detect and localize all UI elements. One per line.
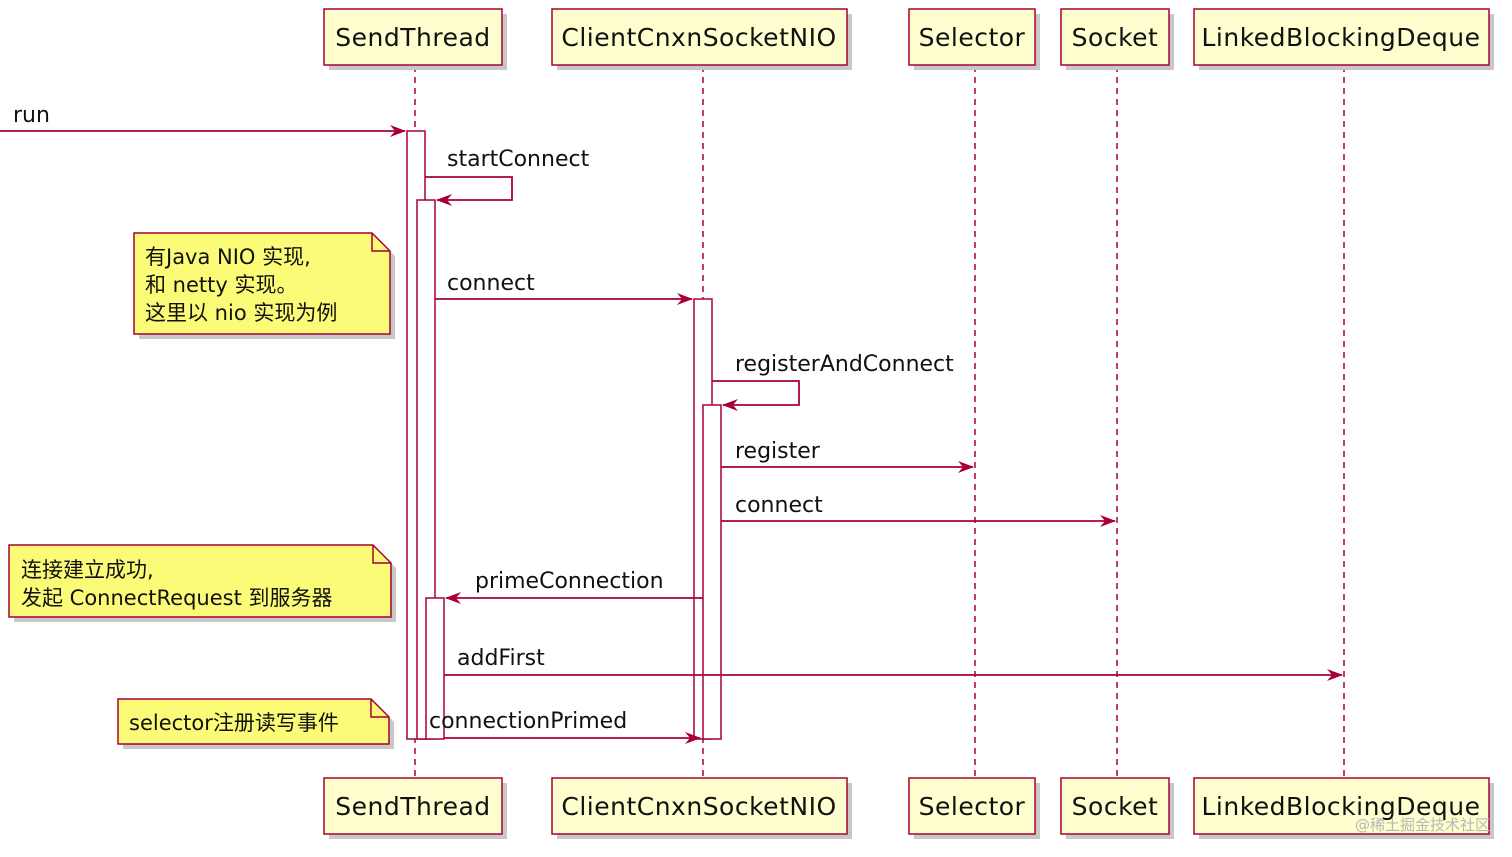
participant-sendthread-top: SendThread	[323, 8, 507, 70]
note-impl-line-3: 这里以 nio 实现为例	[145, 301, 337, 325]
participant-clientcnxn-top: ClientCnxnSocketNIO	[551, 8, 852, 70]
activation-clientcnxn-2	[702, 404, 722, 740]
note-impl-line-1: 有Java NIO 实现,	[145, 245, 311, 269]
note-connected-line-2: 发起 ConnectRequest 到服务器	[21, 586, 332, 610]
activation-sendthread-3	[425, 597, 445, 740]
participant-selector-bottom: Selector	[908, 777, 1040, 839]
message-connectionprimed-label: connectionPrimed	[429, 709, 627, 734]
watermark: @稀土掘金技术社区	[1355, 816, 1490, 834]
message-startconnect-label: startConnect	[447, 147, 590, 172]
note-connected-line-1: 连接建立成功,	[21, 558, 154, 582]
participant-label: LinkedBlockingDeque	[1201, 23, 1480, 52]
participant-label: ClientCnxnSocketNIO	[561, 792, 836, 821]
note-impl: 有Java NIO 实现, 和 netty 实现。 这里以 nio 实现为例	[133, 232, 395, 339]
participant-row-bottom: SendThread ClientCnxnSocketNIO Selector …	[323, 777, 1494, 839]
message-addfirst-label: addFirst	[457, 646, 545, 671]
message-registerandconnect-label: registerAndConnect	[735, 352, 954, 377]
note-selector: selector注册读写事件	[117, 698, 394, 749]
participant-label: Socket	[1072, 23, 1159, 52]
participant-lbdeque-bottom: LinkedBlockingDeque	[1193, 777, 1494, 839]
activation-bars	[406, 130, 722, 740]
message-connect2-label: connect	[735, 493, 823, 518]
participant-label: LinkedBlockingDeque	[1201, 792, 1480, 821]
note-selector-line-1: selector注册读写事件	[129, 711, 339, 735]
messages	[0, 125, 1343, 744]
participant-clientcnxn-bottom: ClientCnxnSocketNIO	[551, 777, 852, 839]
participant-label: SendThread	[335, 792, 490, 821]
message-run-label: run	[13, 103, 50, 128]
note-connected: 连接建立成功, 发起 ConnectRequest 到服务器	[8, 544, 396, 622]
message-registerandconnect-arrow	[712, 380, 800, 411]
participant-label: Selector	[919, 792, 1026, 821]
message-connect1-label: connect	[447, 271, 535, 296]
lifelines	[414, 66, 1345, 778]
participant-socket-top: Socket	[1060, 8, 1174, 70]
participant-label: Socket	[1072, 792, 1159, 821]
participant-label: SendThread	[335, 23, 490, 52]
message-labels: run startConnect connect registerAndConn…	[13, 103, 954, 734]
participant-label: Selector	[919, 23, 1026, 52]
message-primeconnection-label: primeConnection	[475, 569, 664, 594]
participant-label: ClientCnxnSocketNIO	[561, 23, 836, 52]
participant-socket-bottom: Socket	[1060, 777, 1174, 839]
participant-sendthread-bottom: SendThread	[323, 777, 507, 839]
participant-row-top: SendThread ClientCnxnSocketNIO Selector …	[323, 8, 1494, 70]
message-startconnect-arrow	[425, 176, 513, 206]
participant-lbdeque-top: LinkedBlockingDeque	[1193, 8, 1494, 70]
participant-selector-top: Selector	[908, 8, 1040, 70]
note-impl-line-2: 和 netty 实现。	[145, 273, 297, 297]
message-register-label: register	[735, 439, 821, 464]
